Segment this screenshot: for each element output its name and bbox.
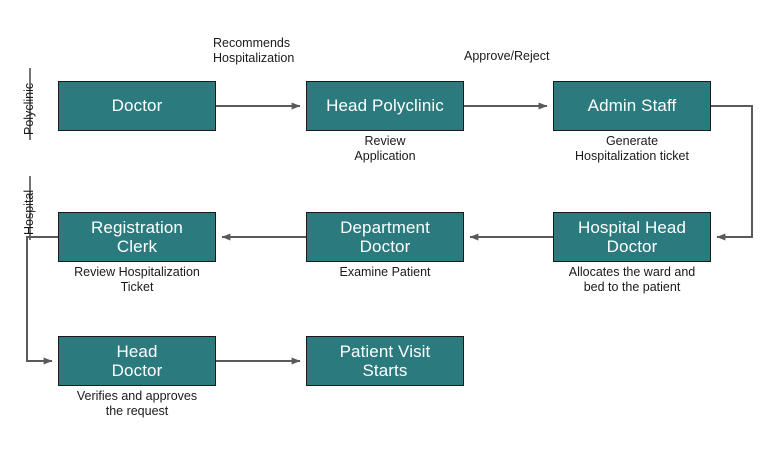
edge-label-recommends-hospitalization: Recommends Hospitalization (213, 36, 295, 66)
node-doctor[interactable]: Doctor (58, 81, 216, 131)
caption-registration-clerk: Review Hospitalization Ticket (74, 265, 200, 295)
caption-head-polyclinic: Review Application (354, 134, 416, 164)
lane-label-polyclinic: Polyclinic (22, 82, 36, 135)
edge-registration-clerk-to-head-doctor (26, 236, 58, 365)
node-head-doctor[interactable]: Head Doctor (58, 336, 216, 386)
edge-label-approve-reject: Approve/Reject (464, 49, 550, 63)
node-head-polyclinic[interactable]: Head Polyclinic (306, 81, 464, 131)
caption-hospital-head-doctor: Allocates the ward and bed to the patien… (568, 265, 696, 295)
caption-head-doctor: Verifies and approves the request (76, 389, 198, 419)
caption-department-doctor: Examine Patient (339, 265, 431, 279)
node-hospital-head-doctor[interactable]: Hospital Head Doctor (553, 212, 711, 262)
lane-label-hospital: Hospital (22, 189, 36, 235)
node-patient-visit-starts[interactable]: Patient Visit Starts (306, 336, 464, 386)
caption-admin-staff: Generate Hospitalization ticket (575, 134, 689, 164)
node-registration-clerk[interactable]: Registration Clerk (58, 212, 216, 262)
node-department-doctor[interactable]: Department Doctor (306, 212, 464, 262)
node-admin-staff[interactable]: Admin Staff (553, 81, 711, 131)
edge-admin-staff-to-hospital-head-doctor (711, 105, 753, 241)
